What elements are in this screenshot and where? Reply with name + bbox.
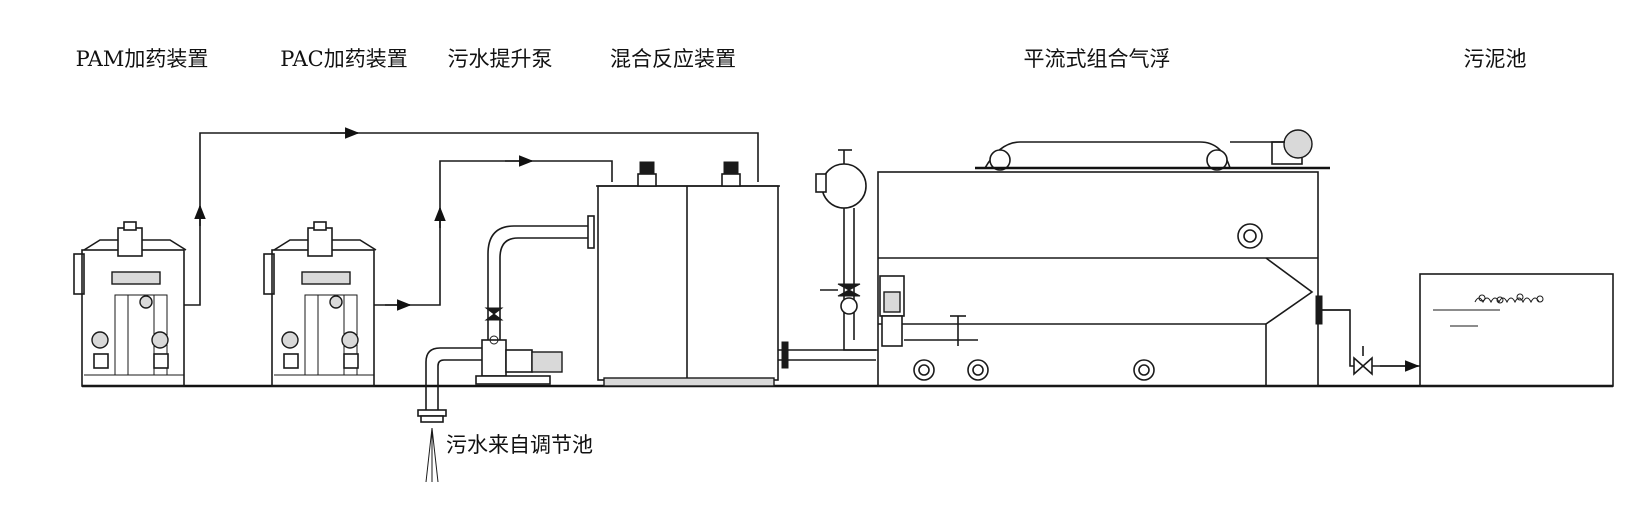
pam-dosing-line: [184, 127, 759, 306]
label-lift-pump: 污水提升泵: [448, 47, 553, 71]
label-sludge-tank: 污泥池: [1464, 47, 1527, 71]
daf-unit: [815, 129, 1350, 387]
inflow-arrow: [425, 427, 439, 483]
pam-dosing-unit: [73, 221, 187, 387]
label-daf-unit: 平流式组合气浮: [1024, 47, 1171, 71]
sludge-tank: [1419, 273, 1614, 387]
label-mixing-reactor: 混合反应装置: [610, 47, 736, 71]
pac-dosing-line: [374, 155, 613, 311]
sludge-discharge-line: [1322, 309, 1420, 376]
label-inflow: 污水来自调节池: [446, 433, 593, 457]
label-pac-dosing: PAC加药装置: [280, 47, 407, 71]
label-pam-dosing: PAM加药装置: [76, 47, 209, 71]
mixing-reactor: [596, 161, 876, 387]
pac-dosing-unit: [263, 221, 377, 387]
lift-pump: [417, 215, 595, 423]
